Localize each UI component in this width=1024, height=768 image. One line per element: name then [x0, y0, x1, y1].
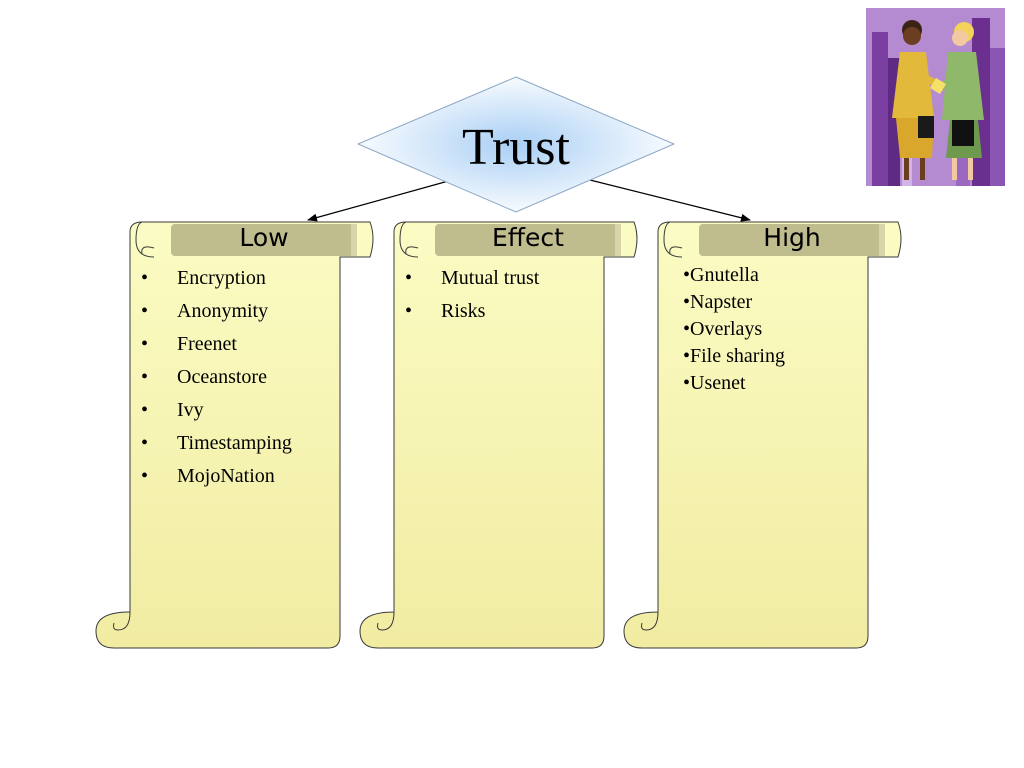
list-item: • MojoNation — [141, 460, 341, 493]
list-item: • Risks — [405, 295, 605, 328]
scroll-low — [95, 221, 374, 649]
list-item-text: •Gnutella — [683, 264, 759, 286]
diagram-title: Trust — [462, 119, 570, 176]
bullet-icon: • — [141, 465, 149, 487]
bullet-icon: • — [141, 267, 149, 289]
list-item-text: Mutual trust — [441, 267, 540, 289]
column-header-effect: Effect — [492, 223, 564, 252]
list-item-text: •Usenet — [683, 372, 746, 394]
list-item-text: Risks — [441, 300, 486, 322]
bullet-icon: • — [141, 333, 149, 355]
list-item: •File sharing — [683, 343, 883, 370]
handshake-clipart — [866, 8, 1005, 186]
list-item: • Timestamping — [141, 427, 341, 460]
item-list-high: •Gnutella •Napster •Overlays •File sharing •… — [683, 262, 883, 397]
header-band — [699, 224, 885, 256]
list-item-text: •Overlays — [683, 318, 763, 340]
bullet-icon: • — [141, 366, 149, 388]
list-item: •Overlays — [683, 316, 883, 343]
list-item: • Ivy — [141, 394, 341, 427]
column-header-low: Low — [239, 223, 289, 252]
list-item: •Napster — [683, 289, 883, 316]
list-item: • Encryption — [141, 262, 341, 295]
column-header-high: High — [763, 223, 821, 252]
header-band — [435, 224, 621, 256]
list-item: •Usenet — [683, 370, 883, 397]
list-item: • Oceanstore — [141, 361, 341, 394]
connector-to-high — [589, 179, 751, 222]
list-item-text: Oceanstore — [177, 366, 267, 388]
list-item-text: MojoNation — [177, 465, 275, 487]
scroll-high — [623, 221, 902, 649]
bullet-icon: • — [141, 432, 149, 454]
list-item-text: Timestamping — [177, 432, 292, 454]
list-item-text: •File sharing — [683, 345, 785, 367]
list-item: •Gnutella — [683, 262, 883, 289]
item-list-low: • Encryption • Anonymity • Freenet • Oceanstore… — [141, 262, 341, 493]
list-item-text: Ivy — [177, 399, 204, 421]
list-item-text: Anonymity — [177, 300, 269, 322]
list-item: • Mutual trust — [405, 262, 605, 295]
scroll-effect — [359, 221, 638, 649]
list-item-text: Encryption — [177, 267, 266, 289]
list-item: • Freenet — [141, 328, 341, 361]
bullet-icon: • — [405, 300, 413, 322]
list-item-text: •Napster — [683, 291, 753, 313]
header-band — [171, 224, 357, 256]
bullet-icon: • — [141, 300, 149, 322]
list-item-text: Freenet — [177, 333, 237, 355]
connector-to-low — [307, 179, 453, 222]
list-item: • Anonymity — [141, 295, 341, 328]
bullet-icon: • — [405, 267, 413, 289]
trust-diamond — [356, 76, 676, 213]
bullet-icon: • — [141, 399, 149, 421]
item-list-effect: • Mutual trust • Risks — [405, 262, 605, 328]
